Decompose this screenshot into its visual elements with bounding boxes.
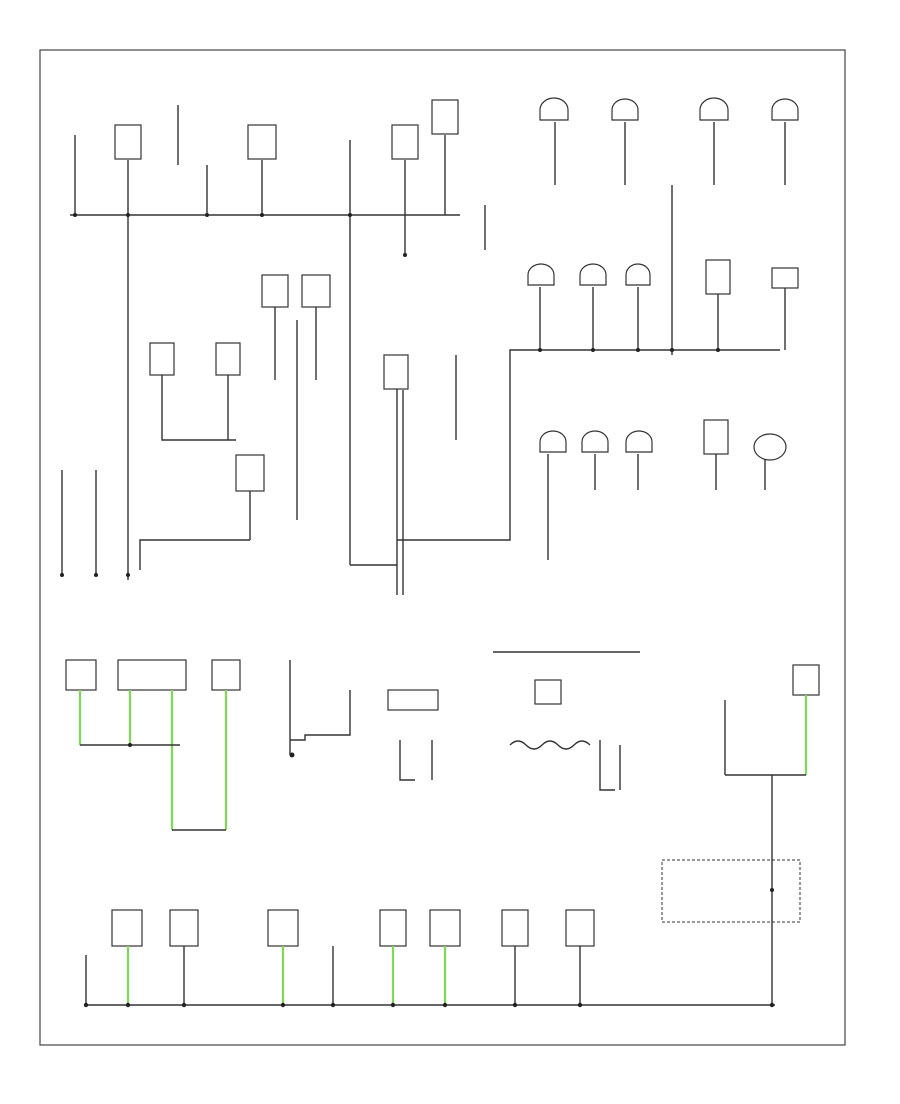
lower-center-circuits <box>289 651 640 791</box>
component-box <box>705 259 731 295</box>
component-box <box>211 659 241 691</box>
component-box <box>247 124 277 160</box>
component-outline <box>387 689 439 711</box>
lower-right-circuits <box>661 664 820 1005</box>
component-box <box>261 274 289 308</box>
component-box <box>169 909 199 947</box>
lamp-symbol <box>581 430 609 453</box>
component-box <box>391 124 419 160</box>
component-box <box>301 274 331 308</box>
lamp-symbol <box>611 98 639 121</box>
lamp-symbol <box>625 430 653 453</box>
lamp-symbol <box>753 433 787 461</box>
component-box <box>565 909 595 947</box>
lamp-symbol <box>539 430 567 453</box>
lamp-symbol <box>527 263 555 286</box>
lower-left-circuits <box>65 659 241 831</box>
component-box <box>429 909 461 947</box>
lamp-symbol <box>625 263 651 286</box>
component-box <box>65 659 97 691</box>
lamp-symbol <box>771 98 799 121</box>
top-ground-bus <box>70 105 460 580</box>
component-box <box>111 909 143 947</box>
lamp-symbol <box>699 97 729 121</box>
bottom-ground-bus <box>83 909 775 1008</box>
component-box <box>114 124 142 160</box>
component-box <box>379 909 407 947</box>
component-box <box>383 354 409 390</box>
middle-right-circuits <box>527 259 799 560</box>
component-box <box>431 99 459 135</box>
component-box <box>501 909 529 947</box>
component-box <box>703 419 729 455</box>
lamp-symbol <box>579 263 607 286</box>
component-box <box>534 679 562 705</box>
component-box <box>215 342 241 376</box>
middle-left-circuits <box>60 274 331 577</box>
lamp-symbol <box>539 97 569 121</box>
component-box <box>771 267 799 289</box>
component-box <box>235 454 265 492</box>
component-box <box>117 659 187 691</box>
middle-center-circuits <box>350 205 780 595</box>
component-outline-dashed <box>661 859 801 923</box>
component-box <box>149 342 175 376</box>
top-components <box>114 97 799 355</box>
component-box <box>792 664 820 696</box>
component-box <box>267 909 299 947</box>
diagram-frame <box>39 49 846 1046</box>
